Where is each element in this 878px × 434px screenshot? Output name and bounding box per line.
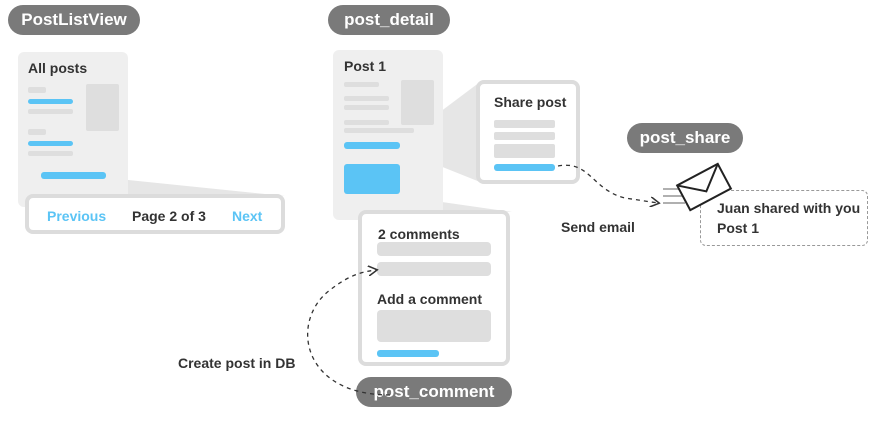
comments-count-title: 2 comments <box>378 226 460 242</box>
post-detail-pill: post_detail <box>328 5 450 35</box>
email-preview-box: Juan shared with you Post 1 <box>700 190 868 246</box>
form-field-placeholder <box>494 144 555 158</box>
form-line-placeholder <box>494 132 555 140</box>
comment-button-block[interactable] <box>344 164 400 194</box>
comment-submit-bar[interactable] <box>377 350 439 357</box>
comment-textarea[interactable] <box>377 310 491 342</box>
post-line-placeholder <box>344 82 379 87</box>
add-comment-label: Add a comment <box>377 291 483 307</box>
post-detail-panel: Post 1 <box>333 50 443 220</box>
post-line-placeholder <box>28 87 46 93</box>
post-comment-label: post_comment <box>373 382 495 401</box>
share-link-bar[interactable] <box>344 142 400 149</box>
post-line-placeholder <box>28 129 46 135</box>
post-comment-pill: post_comment <box>356 377 512 407</box>
envelope-icon <box>675 162 733 212</box>
post-link-bar[interactable] <box>28 141 73 146</box>
comment-placeholder <box>377 242 491 256</box>
comment-placeholder <box>377 262 491 276</box>
comments-card: 2 comments Add a comment <box>358 210 510 366</box>
share-submit-bar[interactable] <box>494 164 555 171</box>
send-email-arrow <box>557 164 658 203</box>
form-line-placeholder <box>494 120 555 128</box>
post-line-placeholder <box>344 120 389 125</box>
previous-link[interactable]: Previous <box>47 208 107 224</box>
post-detail-title: Post 1 <box>344 58 387 74</box>
create-post-arrow <box>307 270 391 396</box>
post-image-placeholder <box>86 84 119 131</box>
post-share-pill: post_share <box>627 123 743 153</box>
post-line-placeholder <box>344 96 389 101</box>
all-posts-panel: All posts <box>18 52 128 207</box>
post-image-placeholder <box>401 80 434 125</box>
all-posts-title: All posts <box>28 60 88 76</box>
email-line-2: Post 1 <box>717 220 760 236</box>
post-detail-label: post_detail <box>344 10 434 29</box>
email-line-1: Juan shared with you <box>717 200 861 216</box>
share-post-title: Share post <box>494 94 567 110</box>
create-post-db-label: Create post in DB <box>178 355 296 371</box>
post-list-view-label: PostListView <box>21 10 127 29</box>
post-line-placeholder <box>344 128 414 133</box>
page-status: Page 2 of 3 <box>132 208 206 224</box>
pagination-bar[interactable] <box>41 172 106 179</box>
next-link[interactable]: Next <box>232 208 263 224</box>
post-list-view-pill: PostListView <box>8 5 140 35</box>
post-share-label: post_share <box>639 128 731 147</box>
send-email-label: Send email <box>561 219 635 235</box>
post-link-bar[interactable] <box>28 99 73 104</box>
post-line-placeholder <box>28 151 73 156</box>
share-post-card: Share post <box>476 80 580 184</box>
post-line-placeholder <box>344 105 389 110</box>
post-line-placeholder <box>28 109 73 114</box>
pagination-card: Previous Page 2 of 3 Next <box>25 194 285 234</box>
